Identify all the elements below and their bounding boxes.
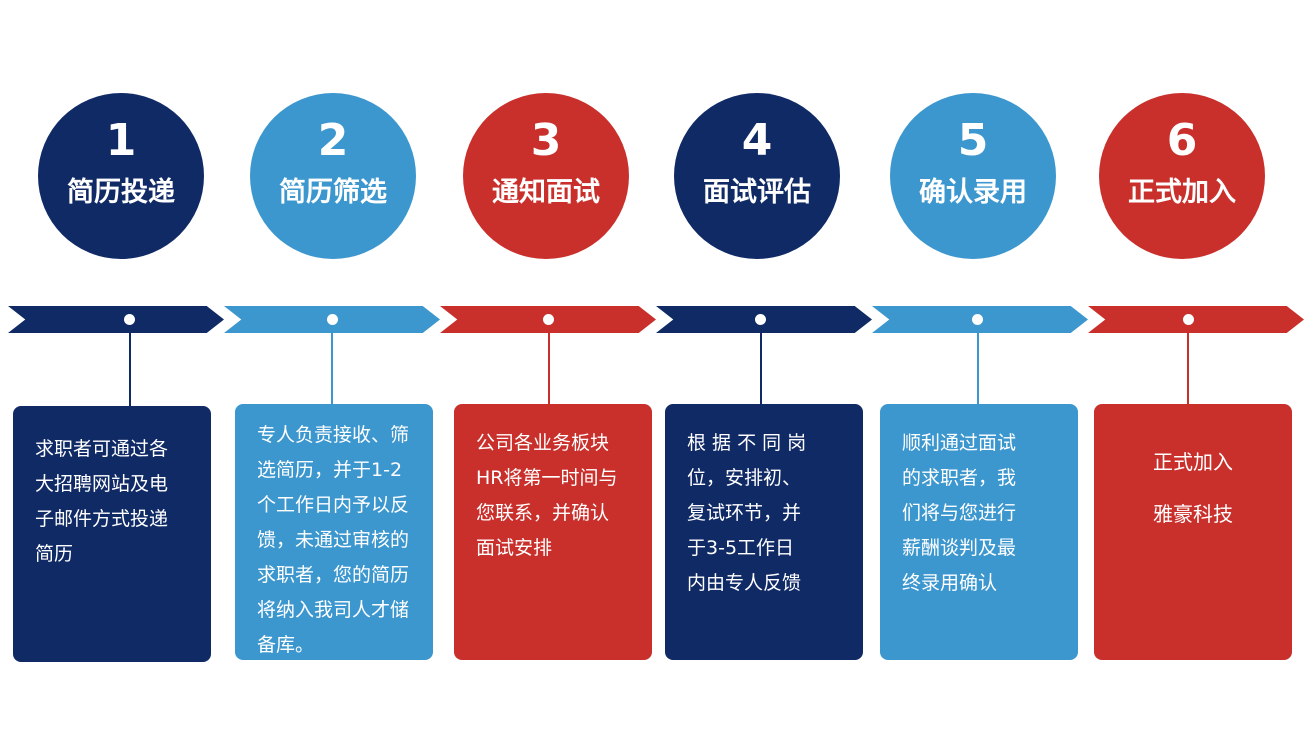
description-line: HR将第一时间与 (476, 467, 618, 489)
step-1-description: 求职者可通过各 大招聘网站及电 子邮件方式投递 简历 (13, 406, 211, 662)
description-line: 内由专人反馈 (687, 572, 802, 594)
description-line: 复试环节，并 (687, 502, 802, 524)
step-3-description: 公司各业务板块 HR将第一时间与 您联系，并确认 面试安排 (454, 404, 652, 660)
timeline-arrow-1 (8, 306, 224, 333)
description-line: 薪酬谈判及最 (902, 537, 1017, 559)
description-line: 的求职者，我 (902, 467, 1017, 489)
description-line: 位，安排初、 (687, 467, 802, 489)
step-number: 1 (105, 115, 137, 166)
description-line: 们将与您进行 (902, 502, 1017, 524)
connector-line (1187, 331, 1189, 407)
step-number: 2 (317, 115, 349, 166)
connector-line (548, 331, 550, 407)
description-line: 求职者，您的简历 (257, 564, 410, 586)
connector-line (977, 331, 979, 407)
timeline-dot (124, 314, 135, 325)
timeline-arrow-6 (1088, 306, 1304, 333)
description-line: 馈，未通过审核的 (257, 529, 410, 551)
description-line: 个工作日内予以反 (257, 494, 410, 516)
description-line: 终录用确认 (902, 572, 998, 594)
description-line: 雅豪科技 (1153, 502, 1233, 526)
step-6-description: 正式加入 雅豪科技 (1094, 404, 1292, 660)
connector-line (331, 331, 333, 407)
step-1-circle: 1 简历投递 (38, 93, 204, 259)
step-title: 简历筛选 (279, 177, 387, 208)
step-title: 确认录用 (919, 177, 1027, 208)
description-line: 根 据 不 同 岗 (687, 432, 807, 454)
step-4-description: 根 据 不 同 岗 位，安排初、 复试环节，并 于3-5工作日 内由专人反馈 (665, 404, 863, 660)
step-title: 面试评估 (703, 177, 811, 208)
connector-line (760, 331, 762, 407)
timeline-dot (543, 314, 554, 325)
connector-line (129, 331, 131, 407)
description-line: 您联系，并确认 (476, 502, 610, 524)
step-number: 6 (1166, 115, 1198, 166)
step-5-description: 顺利通过面试 的求职者，我 们将与您进行 薪酬谈判及最 终录用确认 (880, 404, 1078, 660)
description-line: 备库。 (257, 634, 315, 656)
step-3-circle: 3 通知面试 (463, 93, 629, 259)
step-number: 5 (957, 115, 989, 166)
step-2-circle: 2 简历筛选 (250, 93, 416, 259)
description-line: 简历 (35, 543, 74, 565)
description-line: 专人负责接收、筛 (257, 424, 410, 446)
description-line: 正式加入 (1153, 450, 1233, 474)
description-line: 选简历，并于1-2 (257, 459, 403, 481)
timeline-dot (755, 314, 766, 325)
description-line: 公司各业务板块 (476, 432, 610, 454)
timeline-dot (327, 314, 338, 325)
timeline-dot (1183, 314, 1194, 325)
step-4-circle: 4 面试评估 (674, 93, 840, 259)
step-number: 4 (741, 115, 773, 166)
description-line: 于3-5工作日 (687, 537, 795, 559)
step-6-circle: 6 正式加入 (1099, 93, 1265, 259)
description-line: 将纳入我司人才储 (257, 599, 410, 621)
description-line: 面试安排 (476, 537, 553, 559)
timeline-dot (972, 314, 983, 325)
step-5-circle: 5 确认录用 (890, 93, 1056, 259)
step-title: 正式加入 (1128, 177, 1236, 208)
description-line: 大招聘网站及电 (35, 473, 169, 495)
description-line: 求职者可通过各 (35, 438, 169, 460)
description-line: 子邮件方式投递 (35, 508, 169, 530)
step-title: 简历投递 (67, 177, 175, 208)
step-2-description: 专人负责接收、筛 选简历，并于1-2 个工作日内予以反 馈，未通过审核的 求职者… (235, 404, 433, 660)
step-number: 3 (530, 115, 562, 166)
description-line: 顺利通过面试 (902, 432, 1017, 454)
step-title: 通知面试 (492, 177, 600, 208)
